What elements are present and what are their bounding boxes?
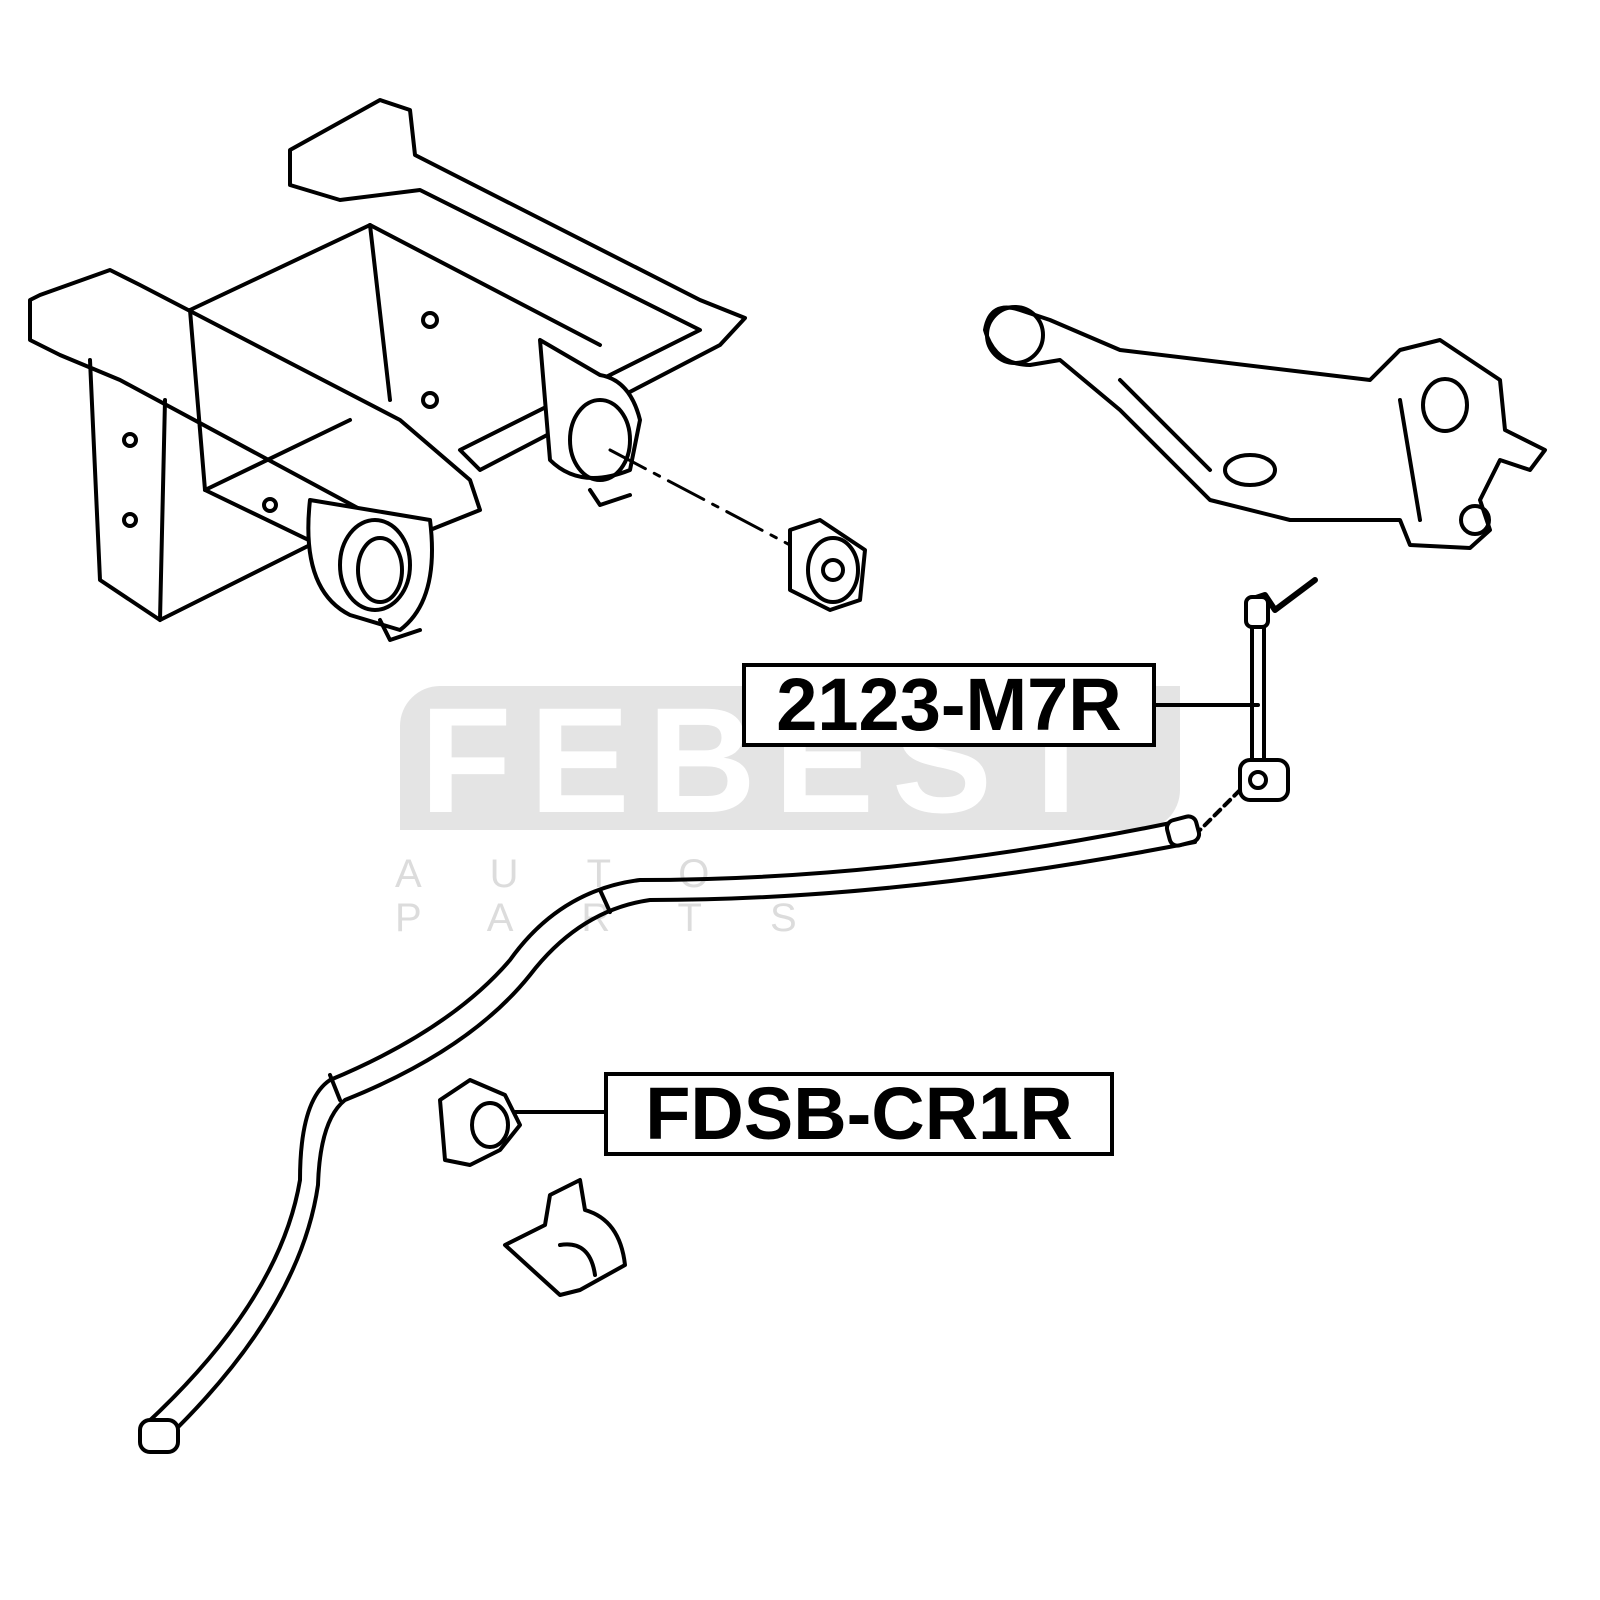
stabilizer-bushing-drawing [438,1078,522,1167]
subframe-drawing [28,98,747,642]
stabilizer-bar-drawing [138,814,1202,1454]
assembly-axis-line [608,448,792,547]
control-arm-drawing [983,305,1547,550]
watermark-tagline: AUTO PARTS [395,852,865,940]
stabilizer-link-drawing [1198,577,1318,832]
part-label-stabilizer-link[interactable]: 2123-M7R [742,663,1156,747]
bushing-drawing [788,518,867,612]
bracket-drawing [503,1178,627,1297]
part-label-stabilizer-bushing[interactable]: FDSB-CR1R [604,1072,1114,1156]
